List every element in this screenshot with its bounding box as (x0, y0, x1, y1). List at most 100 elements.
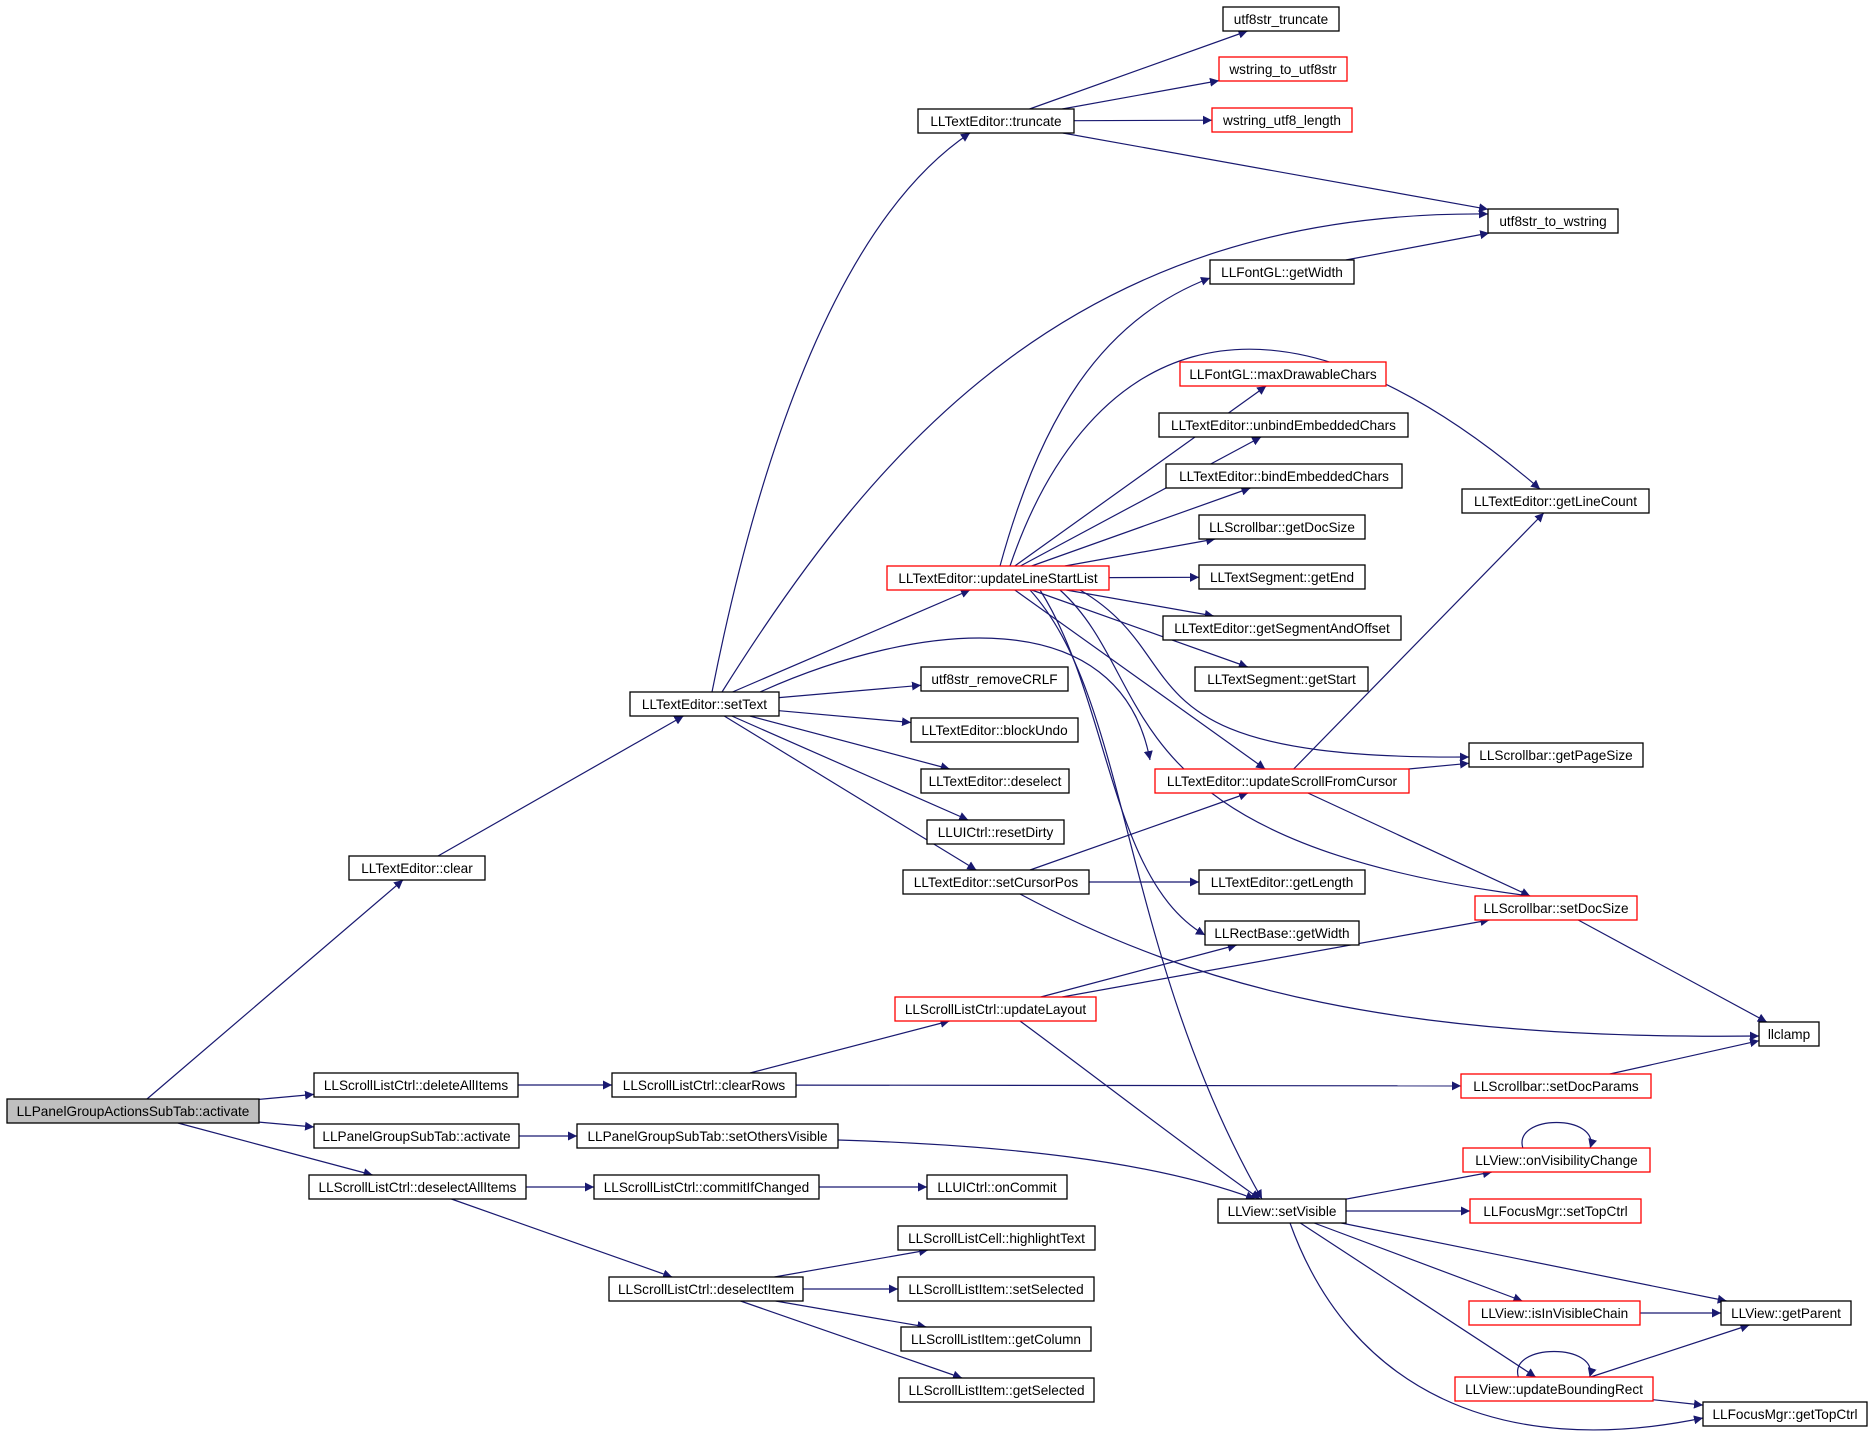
node-box[interactable] (920, 768, 1070, 794)
node-getPageSize[interactable]: LLScrollbar::getPageSize (1468, 742, 1644, 768)
node-box[interactable] (1165, 463, 1403, 489)
node-box[interactable] (308, 1174, 527, 1200)
node-box[interactable] (1198, 564, 1366, 590)
node-box[interactable] (1461, 488, 1650, 514)
node-box[interactable] (348, 855, 486, 881)
node-truncate[interactable]: LLTextEditor::truncate (917, 108, 1075, 134)
node-setVisible[interactable]: LLView::setVisible (1217, 1198, 1347, 1224)
node-setText[interactable]: LLTextEditor::setText (629, 691, 780, 717)
node-box[interactable] (917, 108, 1075, 134)
node-box[interactable] (926, 1174, 1068, 1200)
node-clearRows[interactable]: LLScrollListCtrl::clearRows (611, 1072, 797, 1098)
node-box[interactable] (1162, 615, 1402, 641)
node-deselectAllItems[interactable]: LLScrollListCtrl::deselectAllItems (308, 1174, 527, 1200)
node-teGetLength[interactable]: LLTextEditor::getLength (1198, 869, 1366, 895)
node-clear[interactable]: LLTextEditor::clear (348, 855, 486, 881)
node-setTopCtrl[interactable]: LLFocusMgr::setTopCtrl (1469, 1198, 1642, 1224)
node-box[interactable] (313, 1072, 519, 1098)
node-box[interactable] (1469, 1198, 1642, 1224)
node-highlightText[interactable]: LLScrollListCell::highlightText (897, 1225, 1096, 1251)
node-deselectItem[interactable]: LLScrollListCtrl::deselectItem (608, 1276, 804, 1302)
node-wstring_to_utf8str[interactable]: wstring_to_utf8str (1218, 56, 1348, 82)
node-box[interactable] (1158, 412, 1409, 438)
node-box[interactable] (926, 819, 1065, 845)
node-box[interactable] (920, 666, 1069, 692)
node-box[interactable] (313, 1123, 520, 1149)
node-getTopCtrl[interactable]: LLFocusMgr::getTopCtrl (1702, 1401, 1868, 1427)
node-deselect[interactable]: LLTextEditor::deselect (920, 768, 1070, 794)
node-box[interactable] (576, 1123, 839, 1149)
node-sbGetDocSize[interactable]: LLScrollbar::getDocSize (1198, 514, 1366, 540)
node-setCursorPos[interactable]: LLTextEditor::setCursorPos (902, 869, 1090, 895)
node-box[interactable] (897, 1276, 1095, 1302)
node-segGetStart[interactable]: LLTextSegment::getStart (1194, 666, 1369, 692)
node-subtabActivate[interactable]: LLPanelGroupSubTab::activate (313, 1123, 520, 1149)
node-updateLineStartList[interactable]: LLTextEditor::updateLineStartList (886, 565, 1110, 591)
node-box[interactable] (1462, 1147, 1651, 1173)
node-box[interactable] (894, 996, 1097, 1022)
node-box[interactable] (1460, 1073, 1652, 1099)
node-box[interactable] (1468, 1300, 1641, 1326)
node-blockUndo[interactable]: LLTextEditor::blockUndo (910, 717, 1079, 743)
node-root[interactable]: LLPanelGroupActionsSubTab::activate (6, 1098, 260, 1124)
node-getLineCount[interactable]: LLTextEditor::getLineCount (1461, 488, 1650, 514)
node-itemSetSelected[interactable]: LLScrollListItem::setSelected (897, 1276, 1095, 1302)
node-box[interactable] (1211, 107, 1353, 133)
node-box[interactable] (1194, 666, 1369, 692)
node-removeCRLF[interactable]: utf8str_removeCRLF (920, 666, 1069, 692)
node-setDocParams[interactable]: LLScrollbar::setDocParams (1460, 1073, 1652, 1099)
node-box[interactable] (886, 565, 1110, 591)
node-onCommit[interactable]: LLUICtrl::onCommit (926, 1174, 1068, 1200)
node-box[interactable] (1218, 56, 1348, 82)
node-updateBoundingRect[interactable]: LLView::updateBoundingRect (1454, 1376, 1654, 1402)
node-box[interactable] (1179, 361, 1387, 387)
node-getSegmentAndOffset[interactable]: LLTextEditor::getSegmentAndOffset (1162, 615, 1402, 641)
node-box[interactable] (1222, 6, 1340, 32)
node-box[interactable] (1154, 768, 1410, 794)
node-box[interactable] (1758, 1021, 1820, 1047)
node-box[interactable] (1720, 1300, 1852, 1326)
node-box[interactable] (608, 1276, 804, 1302)
node-updateScrollFromCursor[interactable]: LLTextEditor::updateScrollFromCursor (1154, 768, 1410, 794)
node-box[interactable] (611, 1072, 797, 1098)
node-box[interactable] (1204, 920, 1360, 946)
node-utf8str_to_wstring[interactable]: utf8str_to_wstring (1487, 208, 1619, 234)
node-getSelected[interactable]: LLScrollListItem::getSelected (898, 1377, 1095, 1403)
node-bindEmbeddedChars[interactable]: LLTextEditor::bindEmbeddedChars (1165, 463, 1403, 489)
node-box[interactable] (1702, 1401, 1868, 1427)
node-getColumn[interactable]: LLScrollListItem::getColumn (900, 1326, 1092, 1352)
node-box[interactable] (1487, 208, 1619, 234)
node-box[interactable] (897, 1225, 1096, 1251)
node-onVisibilityChange[interactable]: LLView::onVisibilityChange (1462, 1147, 1651, 1173)
node-utf8str_truncate[interactable]: utf8str_truncate (1222, 6, 1340, 32)
node-box[interactable] (900, 1326, 1092, 1352)
node-wstring_utf8_length[interactable]: wstring_utf8_length (1211, 107, 1353, 133)
node-box[interactable] (910, 717, 1079, 743)
node-box[interactable] (629, 691, 780, 717)
node-isInVisibleChain[interactable]: LLView::isInVisibleChain (1468, 1300, 1641, 1326)
node-box[interactable] (1454, 1376, 1654, 1402)
node-box[interactable] (1474, 895, 1638, 921)
node-unbindEmbeddedChars[interactable]: LLTextEditor::unbindEmbeddedChars (1158, 412, 1409, 438)
node-box[interactable] (1217, 1198, 1347, 1224)
node-sbSetDocSize[interactable]: LLScrollbar::setDocSize (1474, 895, 1638, 921)
node-deleteAllItems[interactable]: LLScrollListCtrl::deleteAllItems (313, 1072, 519, 1098)
node-maxDrawableChars[interactable]: LLFontGL::maxDrawableChars (1179, 361, 1387, 387)
node-getParent[interactable]: LLView::getParent (1720, 1300, 1852, 1326)
node-updateLayout[interactable]: LLScrollListCtrl::updateLayout (894, 996, 1097, 1022)
node-box[interactable] (6, 1098, 260, 1124)
node-resetDirty[interactable]: LLUICtrl::resetDirty (926, 819, 1065, 845)
node-rectGetWidth[interactable]: LLRectBase::getWidth (1204, 920, 1360, 946)
node-box[interactable] (898, 1377, 1095, 1403)
node-box[interactable] (1198, 869, 1366, 895)
node-box[interactable] (1209, 259, 1355, 285)
node-fontGetWidth[interactable]: LLFontGL::getWidth (1209, 259, 1355, 285)
node-box[interactable] (593, 1174, 820, 1200)
node-llclamp[interactable]: llclamp (1758, 1021, 1820, 1047)
node-box[interactable] (1198, 514, 1366, 540)
node-commitIfChanged[interactable]: LLScrollListCtrl::commitIfChanged (593, 1174, 820, 1200)
node-setOthersVisible[interactable]: LLPanelGroupSubTab::setOthersVisible (576, 1123, 839, 1149)
node-box[interactable] (1468, 742, 1644, 768)
node-box[interactable] (902, 869, 1090, 895)
node-segGetEnd[interactable]: LLTextSegment::getEnd (1198, 564, 1366, 590)
